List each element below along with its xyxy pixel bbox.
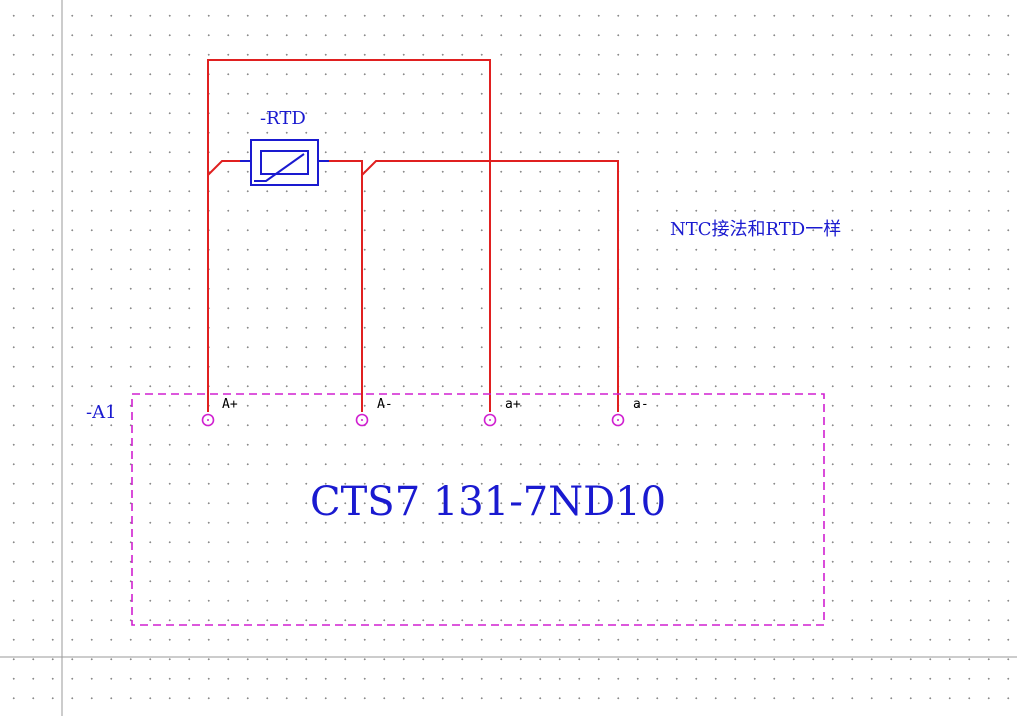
component-title: CTS7 131-7ND10 [310, 479, 666, 525]
rtd-inner [260, 150, 309, 175]
pin-label-a-plus: A+ [222, 397, 238, 412]
terminal-sense-minus-dot [617, 419, 619, 421]
rtd-slash [254, 153, 305, 182]
wire-a-plus-to-a-plus-sense[interactable] [207, 59, 491, 412]
wire-a-minus-to-a-minus-sense[interactable] [361, 160, 619, 412]
terminal-a-plus-dot [207, 419, 209, 421]
wire-a-plus-to-rtd[interactable] [207, 160, 250, 176]
wiring [207, 59, 619, 412]
component-a1[interactable]: -A1 CTS7 131-7ND10 A+ A- a+ a- [86, 393, 825, 626]
pin-label-sense-plus: a+ [505, 397, 521, 412]
component-ref-label: -A1 [86, 402, 117, 423]
terminal-sense-plus-dot [489, 419, 491, 421]
rtd-body [250, 139, 319, 186]
pin-label-a-minus: A- [377, 397, 393, 412]
rtd-ref-label: -RTD [260, 108, 306, 129]
component-border [131, 393, 825, 626]
pin-label-sense-minus: a- [633, 397, 649, 412]
terminal-a-minus-dot [361, 419, 363, 421]
ntc-note: NTC接法和RTD一样 [670, 219, 841, 240]
rtd-symbol[interactable]: -RTD [240, 108, 329, 186]
wire-rtd-to-a-minus[interactable] [318, 160, 363, 412]
